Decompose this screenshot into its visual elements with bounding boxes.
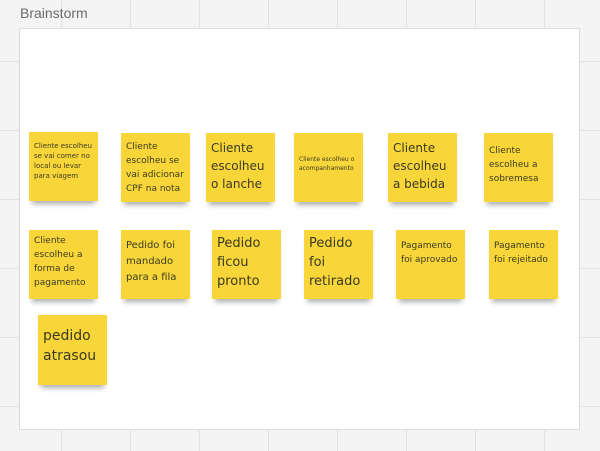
sticky-note[interactable]: Pedido foi mandado para a fila [121, 230, 190, 299]
sticky-note-text: Pagamento foi rejeitado [494, 241, 548, 265]
sticky-note[interactable]: Pagamento foi aprovado [396, 230, 465, 299]
sticky-note[interactable]: Pedido ficou pronto [212, 230, 281, 299]
frame-title[interactable]: Brainstorm [20, 5, 88, 21]
sticky-note-text: Cliente escolheu o lanche [211, 141, 265, 191]
sticky-note[interactable]: Cliente escolheu a forma de pagamento [29, 230, 98, 299]
sticky-note[interactable]: Cliente escolheu a bebida [388, 133, 457, 202]
sticky-note-text: Cliente escolheu a sobremesa [489, 146, 539, 184]
sticky-note[interactable]: Cliente escolheu se vai comer no local o… [29, 132, 98, 201]
sticky-note-text: Pedido ficou pronto [217, 236, 261, 289]
sticky-note-text: Cliente escolheu a forma de pagamento [34, 236, 86, 288]
sticky-note-text: Cliente escolheu a bebida [393, 141, 447, 191]
sticky-note[interactable]: Cliente escolheu a sobremesa [484, 133, 553, 202]
sticky-note-text: Cliente escolheu se vai adicionar CPF na… [126, 142, 184, 194]
sticky-note-text: Pagamento foi aprovado [401, 241, 458, 265]
sticky-note-text: pedido atrasou [43, 328, 97, 364]
sticky-note[interactable]: Pagamento foi rejeitado [489, 230, 558, 299]
sticky-note[interactable]: Cliente escolheu o acompanhamento [294, 133, 363, 202]
sticky-note-text: Pedido foi mandado para a fila [126, 240, 177, 283]
brainstorm-frame[interactable] [19, 28, 580, 430]
sticky-note[interactable]: pedido atrasou [38, 315, 107, 385]
sticky-note-text: Cliente escolheu se vai comer no local o… [34, 142, 93, 180]
sticky-note[interactable]: Pedido foi retirado [304, 230, 373, 299]
sticky-note[interactable]: Cliente escolheu o lanche [206, 133, 275, 202]
sticky-note[interactable]: Cliente escolheu se vai adicionar CPF na… [121, 133, 190, 202]
sticky-note-text: Pedido foi retirado [309, 236, 361, 289]
sticky-note-text: Cliente escolheu o acompanhamento [299, 156, 355, 172]
